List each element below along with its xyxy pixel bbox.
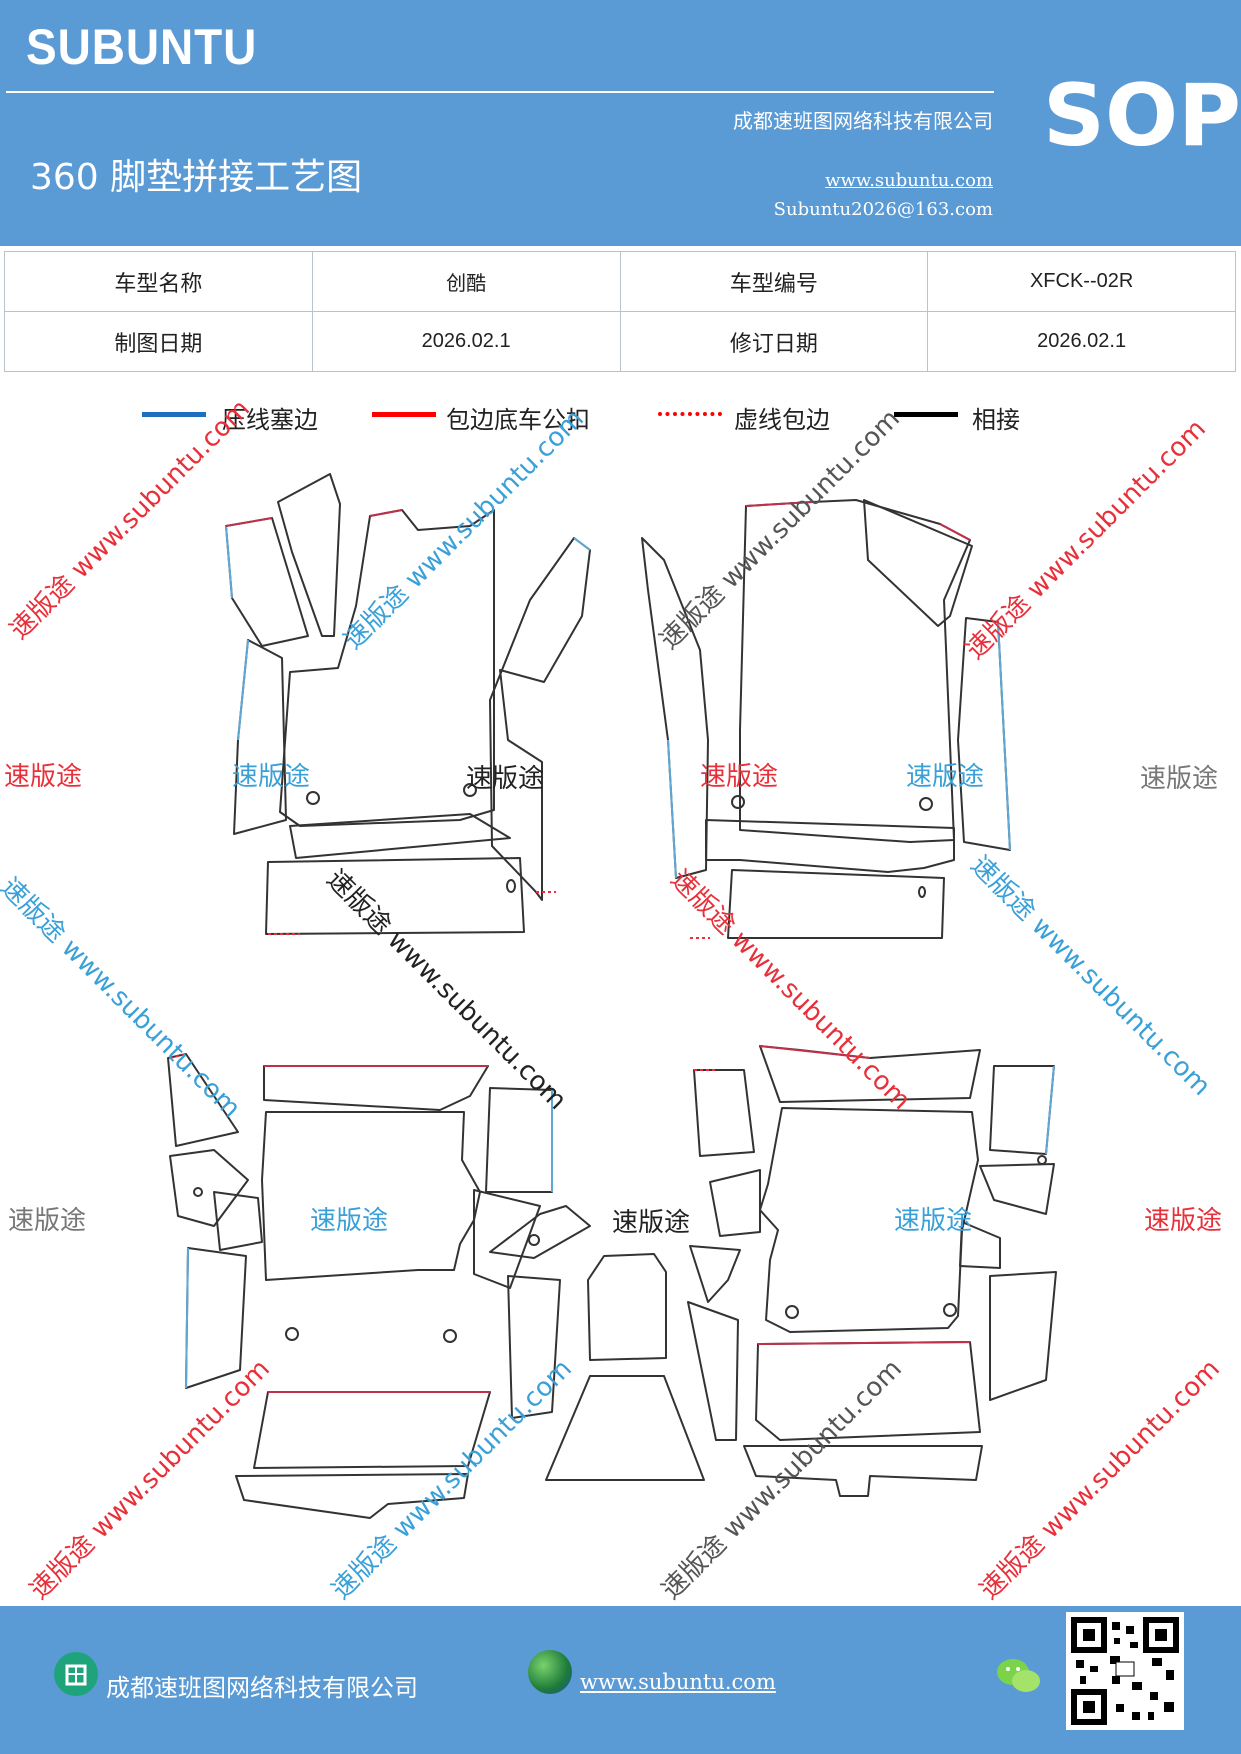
mat-piece [709,1169,761,1237]
mat-hole [1037,1155,1047,1165]
page-title: 360 脚垫拼接工艺图 [30,157,363,198]
watermark-text: 速版途 [4,762,83,792]
mat-piece [167,1053,239,1147]
legend-swatch [372,412,436,417]
mat-piece [957,617,1011,851]
mat-piece [279,509,495,827]
legend-label: 包边底车公扣 [446,406,590,434]
mat-piece [213,1191,263,1251]
legend-label: 虚线包边 [734,406,830,434]
mat-piece [507,1275,561,1419]
table-row: 车型名称 创酷 车型编号 XFCK--02R [4,251,1236,312]
mat-piece [277,473,341,637]
header-website-link[interactable]: www.subuntu.com [825,170,993,191]
watermark-text: 速版途 [1140,764,1219,794]
value-cell: 2026.02.1 [311,311,621,372]
mat-piece [959,1221,1001,1269]
mat-piece [693,1069,755,1157]
mat-piece [727,869,945,939]
mat-piece [265,857,525,935]
mat-piece [235,1473,469,1519]
legend-swatch [658,412,722,416]
mat-piece [689,1245,741,1303]
legend-swatch [142,412,206,417]
mat-piece [263,1065,489,1111]
mat-hole [528,1234,540,1246]
mat-piece [989,1271,1057,1401]
mat-piece [233,639,287,835]
value-cell: 2026.02.1 [927,311,1236,372]
label-cell: 车型名称 [4,251,313,312]
footer-banner: 成都速班图网络科技有限公司 www.subuntu.com [0,1606,1241,1754]
mat-piece [759,1107,979,1333]
mat-piece [289,813,511,859]
legend-label: 压线塞边 [222,406,318,434]
sop-label: SOP [1043,66,1241,166]
building-icon [54,1652,98,1696]
qr-code [1066,1612,1184,1730]
header-company: 成都速班图网络科技有限公司 [733,109,993,133]
mat-piece [979,1163,1055,1215]
mat-piece [743,1445,983,1497]
header-email: Subuntu2026@163.com [773,199,993,220]
brand-logo: SUBUNTU [26,19,258,75]
watermark-text: 速版途 [8,1206,87,1236]
legend-label: 相接 [972,406,1020,434]
watermark-text: 速版途 [612,1208,691,1238]
mat-piece [489,1205,591,1259]
mat-hole [463,783,477,797]
watermark-text: 速版途 [894,1206,973,1236]
watermark-text: 速版途 [906,762,985,792]
watermark-text: 速版途 [700,762,779,792]
mat-hole [506,879,516,893]
value-cell: 创酷 [311,251,621,312]
watermark-text: 速版途 [310,1206,389,1236]
mat-piece [641,537,709,879]
edge-blue [185,525,1055,1389]
mat-piece [489,537,591,901]
table-row: 制图日期 2026.02.1 修订日期 2026.02.1 [4,311,1236,372]
watermark-text: 速版途 [1144,1206,1223,1236]
mat-hole [943,1303,957,1317]
label-cell: 制图日期 [4,311,313,372]
mat-hole [193,1187,203,1197]
label-cell: 修订日期 [619,311,929,372]
mat-piece [863,499,973,627]
mat-hole [785,1305,799,1319]
edge-red [225,501,971,1393]
watermark-text: 速版途 [466,764,545,794]
mat-piece [545,1375,705,1481]
legend-swatch [894,412,958,417]
mat-piece [989,1065,1055,1155]
value-cell: XFCK--02R [927,251,1236,312]
mat-piece [225,517,309,647]
mat-piece [473,1189,541,1289]
mat-hole [731,795,745,809]
footer-company: 成都速班图网络科技有限公司 [106,1674,418,1702]
footer-website-link[interactable]: www.subuntu.com [580,1670,776,1694]
vehicle-info-table: 车型名称 创酷 车型编号 XFCK--02R 制图日期 2026.02.1 修订… [4,251,1236,372]
globe-icon [528,1650,572,1694]
mat-piece [705,819,955,873]
mat-piece [261,1111,481,1281]
mat-hole [306,791,320,805]
watermark-text: 速版途 [232,762,311,792]
wechat-icon[interactable] [996,1656,1042,1696]
mat-pattern-diagram [167,473,1057,1519]
mat-hole [919,797,933,811]
mat-hole [285,1327,299,1341]
header-banner: SUBUNTU SOP 成都速班图网络科技有限公司 360 脚垫拼接工艺图 ww… [0,0,1241,246]
mat-hole [443,1329,457,1343]
mat-hole [918,886,926,898]
label-cell: 车型编号 [619,251,929,312]
header-divider [6,91,994,93]
mat-piece [687,1301,739,1441]
mat-piece [169,1149,249,1227]
mat-piece [587,1253,667,1361]
